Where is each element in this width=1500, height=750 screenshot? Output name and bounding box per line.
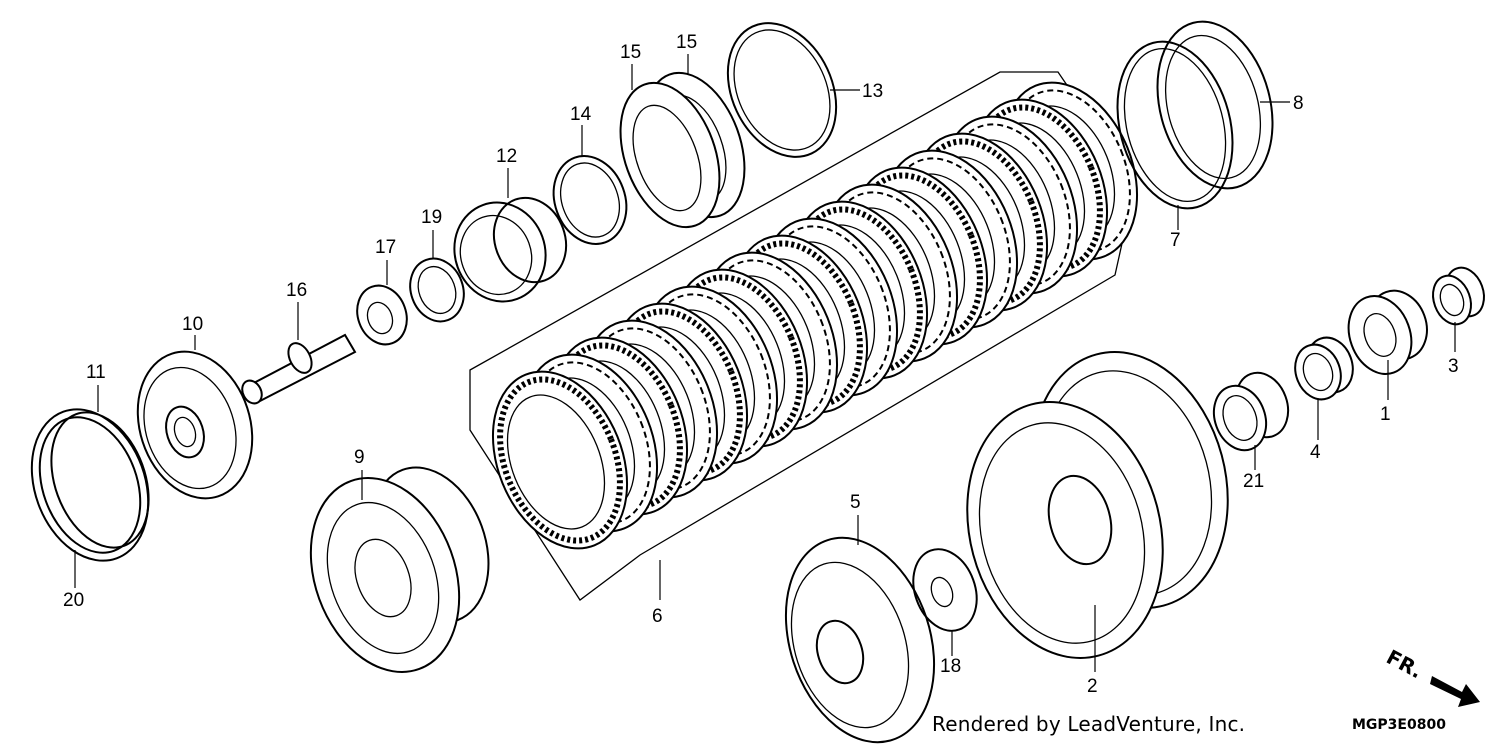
callout-10: 10	[182, 314, 203, 335]
part-6-clutch-pack	[469, 71, 1139, 601]
callout-11: 11	[86, 362, 106, 383]
callout-13: 13	[862, 81, 883, 102]
part-17-nut	[356, 284, 408, 346]
callout-4: 4	[1310, 442, 1321, 463]
part-19-washer	[409, 257, 465, 323]
callout-19: 19	[421, 207, 442, 228]
part-2-clutch-outer	[966, 351, 1229, 659]
part-4-bushing	[1294, 336, 1354, 401]
callout-3: 3	[1448, 356, 1459, 377]
callout-14: 14	[570, 104, 592, 125]
part-14-ring	[552, 155, 628, 245]
part-18-washer	[912, 548, 978, 632]
callout-9: 9	[354, 447, 365, 468]
part-7-8-rings	[1116, 20, 1274, 210]
part-16-bolt	[241, 333, 357, 405]
part-3-collar	[1432, 266, 1485, 326]
part-9-pressure-plate	[309, 466, 490, 673]
leader-lines	[74, 54, 1456, 672]
part-12-collar	[453, 196, 568, 303]
callout-20: 20	[63, 590, 84, 611]
part-10-plate	[136, 350, 254, 500]
callout-21: 21	[1243, 471, 1264, 492]
callout-15a: 15	[620, 42, 641, 63]
part-13-ring	[726, 22, 838, 158]
part-15-plates	[619, 71, 746, 229]
clutch-disc	[491, 370, 629, 550]
callout-labels: 1 2 3 4 5 6 7 8 9 10 11 12 13 14 15 15 1…	[63, 32, 1459, 697]
callout-17: 17	[375, 237, 396, 258]
callout-18: 18	[940, 656, 961, 677]
part-1-guide	[1347, 289, 1428, 375]
callout-12: 12	[496, 146, 517, 167]
callout-7: 7	[1170, 230, 1181, 251]
callout-16: 16	[286, 280, 307, 301]
part-11-20-rings	[30, 408, 150, 562]
part-21-needle-bearing	[1212, 371, 1290, 452]
callout-15b: 15	[676, 32, 697, 53]
callout-2: 2	[1087, 676, 1098, 697]
callout-6: 6	[652, 606, 663, 627]
callout-1: 1	[1380, 404, 1391, 425]
part-5-clutch-center	[784, 536, 936, 744]
callout-5: 5	[850, 492, 861, 513]
front-direction-arrow-icon	[1430, 676, 1480, 707]
callout-8: 8	[1293, 93, 1304, 114]
render-credit: Rendered by LeadVenture, Inc.	[932, 712, 1246, 736]
diagram-code: MGP3E0800	[1352, 717, 1446, 733]
